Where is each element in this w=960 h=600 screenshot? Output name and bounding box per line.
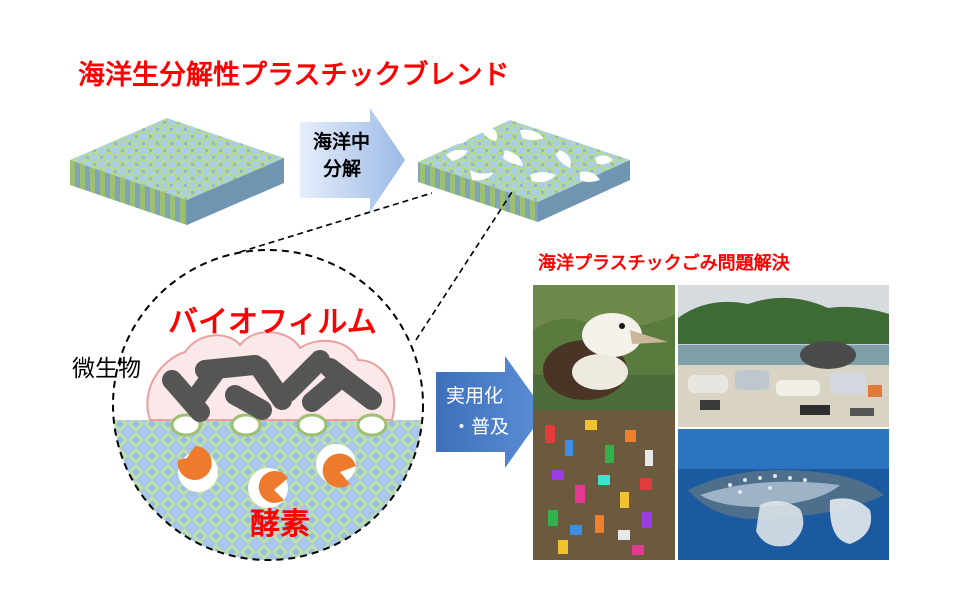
plastic-sheet-intact [70,118,284,225]
biofilm-label: バイオフィルム [168,305,377,340]
microbe-label: 微生物 [72,356,141,382]
plastic-sheet-degraded [418,120,630,222]
zoom-circle [112,249,424,561]
decompose-arrow [300,108,405,212]
zoom-view [113,331,423,560]
photo-albatross [533,285,675,560]
photos-caption: 海洋プラスチックごみ問題解決 [538,253,790,274]
photo-whale-shark [678,429,889,560]
enzyme-group [177,444,356,508]
photo-beach-debris [678,285,889,427]
decompose-arrow-label-line1: 海洋中 [313,131,371,153]
practical-use-arrow [436,356,545,468]
diagram-title: 海洋生分解性プラスチックブレンド [78,60,510,91]
practical-use-arrow-label-line1: 実用化 [446,385,504,407]
decompose-arrow-label-line2: 分解 [323,158,362,180]
microbe-cluster [162,350,382,422]
practical-use-arrow-label-line2: ・普及 [452,416,510,438]
enzyme-label: 酵素 [250,507,310,542]
